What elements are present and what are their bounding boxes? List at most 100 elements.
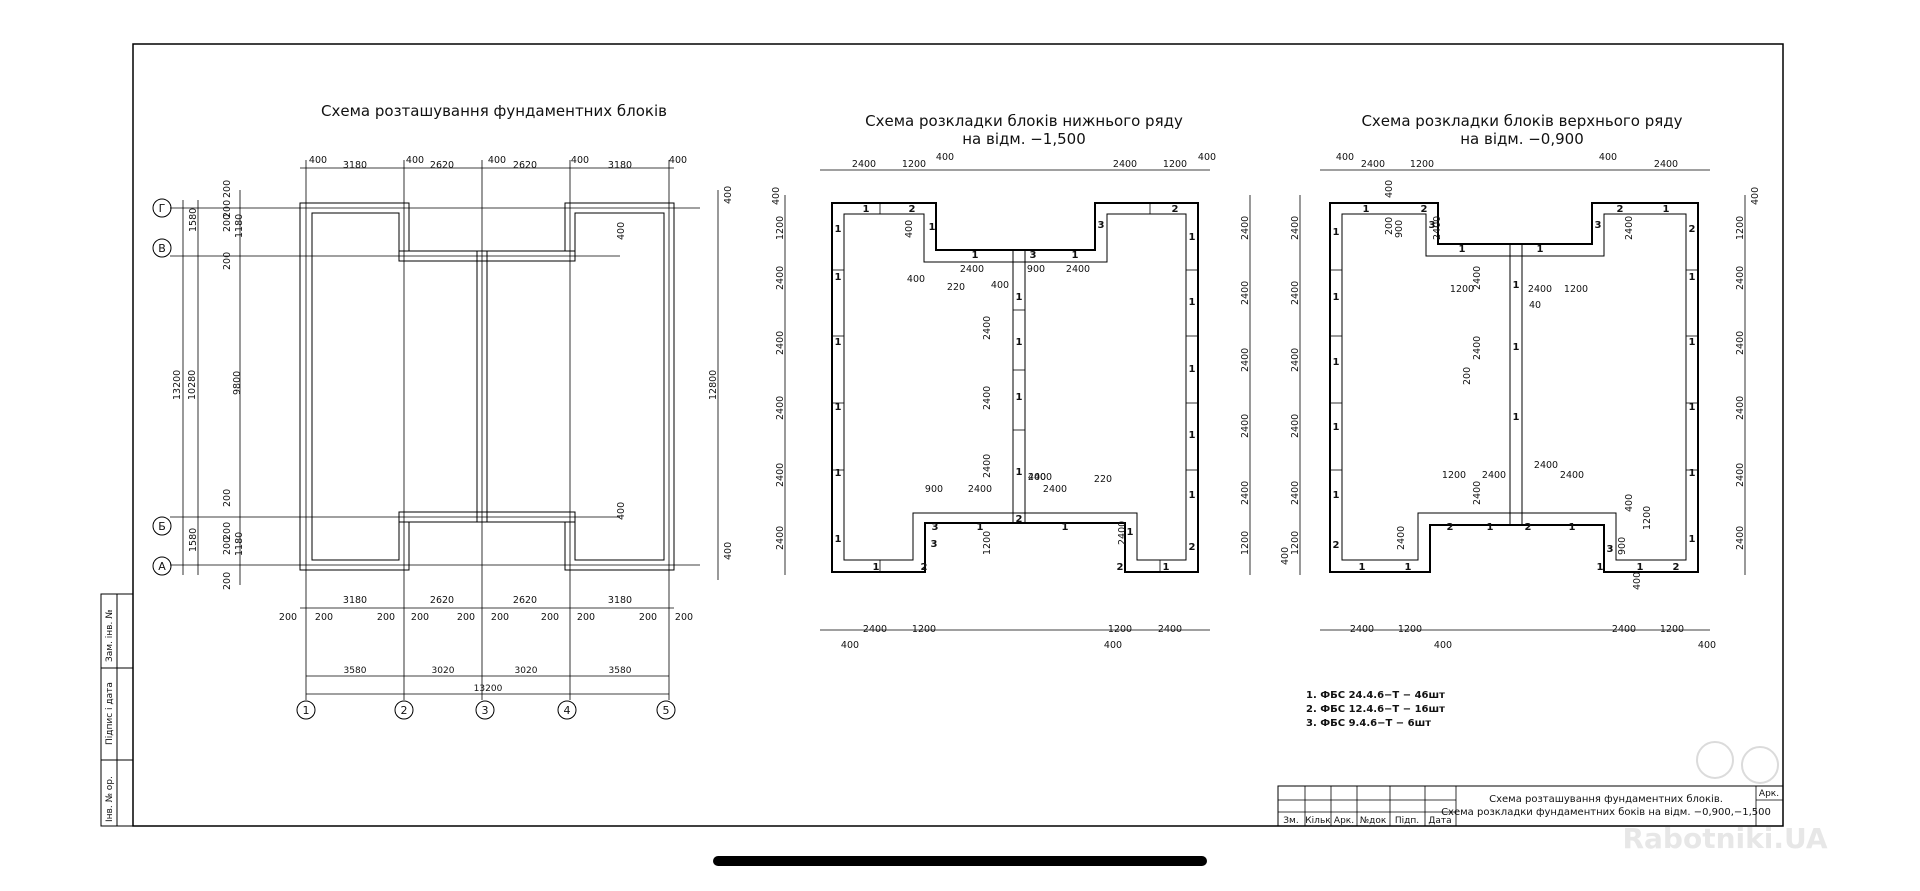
p2-inner-dim: 900 xyxy=(1027,264,1045,275)
p2-top-dim: 1200 xyxy=(1163,159,1187,170)
p1-left-dim: 9800 xyxy=(232,371,243,395)
p2-block-num: 3 xyxy=(931,539,938,550)
p3-block-num: 1 xyxy=(1359,562,1366,573)
p3-block-num: 2 xyxy=(1333,540,1340,551)
p2-block-num: 2 xyxy=(921,562,928,573)
p2-inner-dim: 220 xyxy=(1094,474,1112,485)
p2-block-num: 1 xyxy=(1062,522,1069,533)
p3-inner-dim: 400 xyxy=(1624,494,1635,512)
p3-block-num: 1 xyxy=(1513,412,1520,423)
title-block: Зм. Кільк Арк. №док Підп. Дата Схема роз… xyxy=(1277,785,1784,827)
p2-inner-dim: 400 xyxy=(904,220,915,238)
p2-left-dim: 2400 xyxy=(775,396,786,420)
plan2-title-line2: на відм. −1,500 xyxy=(962,130,1086,148)
axis-bubble: 1 xyxy=(303,704,310,717)
p2-block-num: 3 xyxy=(932,522,939,533)
axis-bubble: Б xyxy=(158,520,166,533)
axis-bubble: Г xyxy=(159,202,166,215)
p2-block-num: 2 xyxy=(909,204,916,215)
p3-inner-dim: 2400 xyxy=(1560,470,1584,481)
p2-block-num: 1 xyxy=(1189,490,1196,501)
p3-block-num: 1 xyxy=(1689,337,1696,348)
p1-bottom-dim: 2620 xyxy=(430,595,454,606)
stamp-sheet-label: Арк. xyxy=(1759,789,1779,799)
axis-bubble: 5 xyxy=(663,704,670,717)
p1-bottom-small: 200 xyxy=(541,612,559,623)
stamp-header: Підп. xyxy=(1395,816,1419,826)
p1-top-dim: 3180 xyxy=(608,160,632,171)
p2-block-num: 1 xyxy=(835,402,842,413)
p3-inner-dim: 900 xyxy=(1394,220,1405,238)
p1-left-dim: 1180 xyxy=(234,214,245,238)
p1-left-dim: 1580 xyxy=(188,528,199,552)
p3-top-dim: 2400 xyxy=(1654,159,1678,170)
watermark: Rabotniki.UA xyxy=(1622,741,1828,855)
p3-right-dim: 2400 xyxy=(1735,463,1746,487)
stamp-title-line1: Схема розташування фундаментних блоків. xyxy=(1489,793,1723,805)
p1-axis-span: 3020 xyxy=(432,666,455,676)
p3-block-num: 1 xyxy=(1333,227,1340,238)
p1-left-dim: 200 xyxy=(222,200,233,218)
stamp-title-line2: Схема розкладки фундаментних боків на ві… xyxy=(1441,806,1771,818)
p3-block-num: 1 xyxy=(1405,562,1412,573)
p3-inner-dim: 40 xyxy=(1529,300,1541,311)
p2-inner-dim: 220 xyxy=(947,282,965,293)
p1-top-dim: 400 xyxy=(309,155,327,166)
p2-block-num: 2 xyxy=(1117,562,1124,573)
p1-top-dim: 400 xyxy=(488,155,506,166)
p3-bottom-dim: 1200 xyxy=(1398,624,1422,635)
p3-inner-dim: 900 xyxy=(1617,537,1628,555)
p3-block-num: 1 xyxy=(1333,422,1340,433)
p2-block-num: 1 xyxy=(1189,430,1196,441)
p2-block-num: 1 xyxy=(835,224,842,235)
p2-left-dim: 2400 xyxy=(775,463,786,487)
p2-left-dim: 2400 xyxy=(775,266,786,290)
p2-left-dim: 1200 xyxy=(775,216,786,240)
p3-left-dim: 2400 xyxy=(1290,481,1301,505)
p3-block-num: 2 xyxy=(1525,522,1532,533)
p2-block-num: 1 xyxy=(1016,467,1023,478)
p1-top-dim: 3180 xyxy=(343,160,367,171)
p3-bottom-dim: 2400 xyxy=(1350,624,1374,635)
p2-block-num: 2 xyxy=(1189,542,1196,553)
sheet-frame xyxy=(132,43,1784,827)
p1-bottom-small: 200 xyxy=(457,612,475,623)
p2-top-dim: 400 xyxy=(936,152,954,163)
p1-bottom-small: 200 xyxy=(577,612,595,623)
p3-block-num: 2 xyxy=(1689,224,1696,235)
p2-inner-dim: 1200 xyxy=(982,531,993,555)
p2-top-dim: 1200 xyxy=(902,159,926,170)
block-legend: 1. ФБС 24.4.6−Т − 46шт 2. ФБС 12.4.6−Т −… xyxy=(1306,690,1445,729)
stamp-header: Дата xyxy=(1428,816,1451,826)
p3-right-dim: 2400 xyxy=(1735,396,1746,420)
p3-block-num: 3 xyxy=(1607,544,1614,555)
p1-left-dim: 10280 xyxy=(187,370,198,400)
p1-right-dim: 400 xyxy=(723,542,734,560)
p2-bottom-dim: 1200 xyxy=(912,624,936,635)
p1-bottom-small: 200 xyxy=(675,612,693,623)
p3-inner-dim: 2400 xyxy=(1472,336,1483,360)
home-indicator[interactable] xyxy=(713,856,1207,866)
p3-block-num: 1 xyxy=(1637,562,1644,573)
p2-top-dim: 400 xyxy=(1198,152,1216,163)
p3-right-dim: 2400 xyxy=(1735,266,1746,290)
p2-inner-dim: 2400 xyxy=(1043,484,1067,495)
p1-axis-span: 3020 xyxy=(515,666,538,676)
p2-bottom-dim: 400 xyxy=(1104,640,1122,651)
p1-left-dim: 13200 xyxy=(172,370,183,400)
legend-item: 1. ФБС 24.4.6−Т − 46шт xyxy=(1306,690,1445,701)
axis-bubble: 4 xyxy=(564,704,571,717)
p3-block-num: 1 xyxy=(1689,272,1696,283)
p2-block-num: 1 xyxy=(835,272,842,283)
side-stamp-sign: Підпис і дата xyxy=(105,682,115,745)
plan3-title-line2: на відм. −0,900 xyxy=(1460,130,1584,148)
p3-inner-dim: 2400 xyxy=(1472,481,1483,505)
p1-top-dim: 400 xyxy=(571,155,589,166)
side-stamp-replace: Зам. інв. № xyxy=(105,609,115,662)
p2-inner-dim: 2400 xyxy=(1117,521,1128,545)
p3-top-dim: 1200 xyxy=(1410,159,1434,170)
p3-inner-dim: 2400 xyxy=(1482,470,1506,481)
p3-right-dim: 2400 xyxy=(1735,526,1746,550)
p3-bottom-dim: 1200 xyxy=(1660,624,1684,635)
stamp-header: Арк. xyxy=(1334,816,1354,826)
